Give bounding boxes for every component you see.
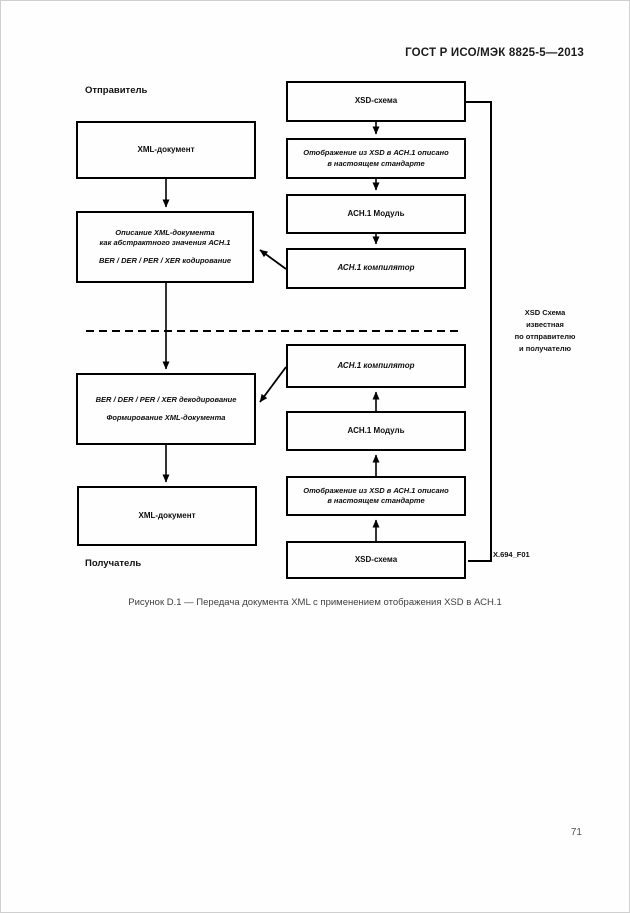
box-xsd-schema-top: XSD-схема [286, 81, 466, 122]
side-note-line-2: известная [526, 320, 564, 329]
connector-xsd-schemas-right [466, 101, 492, 562]
xsd-schema-top-label: XSD-схема [354, 96, 398, 106]
mapping-top-line-2: в настоящем стандарте [327, 158, 425, 168]
xsd-schema-side-note: XSD Схема известная по отправителю и пол… [498, 307, 592, 355]
asn-module-bottom-label: АСН.1 Модуль [347, 425, 405, 435]
box-xsd-schema-bottom: XSD-схема [286, 541, 466, 579]
box-xml-document-top: XML-документ [76, 121, 256, 179]
asn-compiler-bottom-label: АСН.1 компилятор [337, 360, 415, 370]
receiver-label: Получатель [85, 558, 142, 569]
page-number: 71 [570, 827, 582, 838]
asn-module-top-label: АСН.1 Модуль [347, 208, 405, 218]
encode-line: BER / DER / PER / XER кодирование [99, 256, 231, 266]
mapping-top-line-1: Отображение из XSD в АСН.1 описано [303, 148, 449, 158]
sender-label: Отправитель [85, 85, 148, 96]
arrow-compiler-to-decode [259, 366, 287, 403]
box-decode-form: BER / DER / PER / XER декодирование Форм… [76, 373, 256, 445]
mapping-bottom-line-1: Отображение из XSD в АСН.1 описано [303, 485, 449, 495]
box-describe-encode: Описание XML-документа как абстрактного … [76, 211, 254, 283]
describe-line-1: Описание XML-документа [115, 227, 215, 237]
figure-id-label: X.694_F01 [493, 550, 530, 559]
side-note-line-3: по отправителю [514, 332, 576, 341]
asn-compiler-top-label: АСН.1 компилятор [337, 263, 415, 273]
box-xml-document-top-label: XML-документ [137, 144, 195, 154]
form-xml-line: Формирование XML-документа [106, 413, 226, 422]
box-xml-document-bottom-label: XML-документ [138, 510, 196, 520]
side-note-line-1: XSD Схема [524, 308, 566, 317]
box-asn-compiler-bottom: АСН.1 компилятор [286, 344, 466, 388]
standard-header-title: ГОСТ Р ИСО/МЭК 8825-5—2013 [405, 47, 584, 59]
side-note-line-4: и получателю [519, 344, 571, 353]
xsd-schema-bottom-label: XSD-схема [354, 554, 398, 564]
figure-caption: Рисунок D.1 — Передача документа XML с п… [128, 597, 502, 608]
arrow-compiler-to-describe [259, 249, 287, 270]
box-mapping-top: Отображение из XSD в АСН.1 описано в нас… [286, 138, 466, 179]
box-asn-module-top: АСН.1 Модуль [286, 194, 466, 234]
box-asn-compiler-top: АСН.1 компилятор [286, 248, 466, 289]
box-mapping-bottom: Отображение из XSD в АСН.1 описано в нас… [286, 476, 466, 516]
decode-line: BER / DER / PER / XER декодирование [95, 394, 237, 404]
box-asn-module-bottom: АСН.1 Модуль [286, 411, 466, 451]
box-xml-document-bottom: XML-документ [77, 486, 257, 546]
describe-line-2: как абстрактного значения АСН.1 [99, 237, 231, 247]
mapping-bottom-line-2: в настоящем стандарте [327, 496, 425, 505]
